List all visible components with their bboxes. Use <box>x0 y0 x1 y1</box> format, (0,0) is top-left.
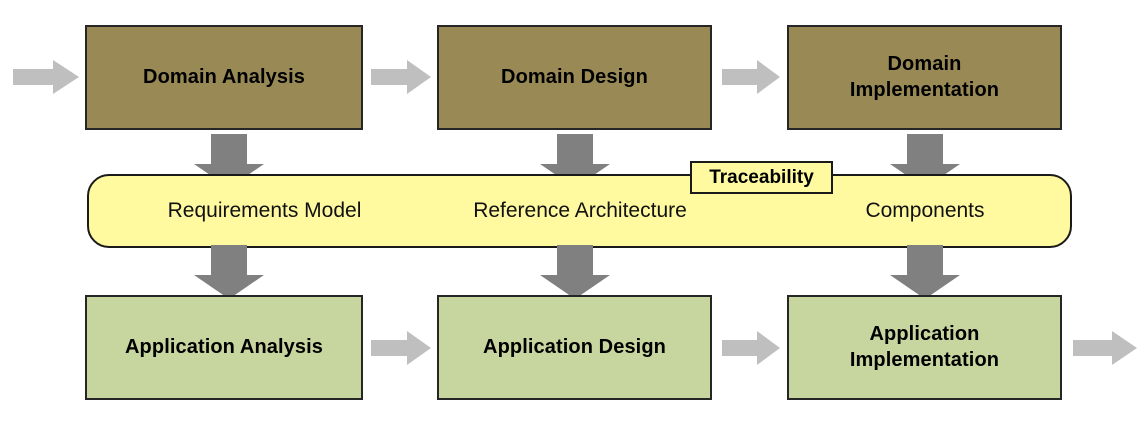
box-domain-design[interactable]: Domain Design <box>437 25 712 130</box>
box-label-line2: Implementation <box>849 78 1000 101</box>
box-label: Application Implementation <box>850 322 999 373</box>
components-to-application-implementation-arrow <box>890 245 960 299</box>
traceability-callout[interactable]: Traceability <box>690 161 833 194</box>
asset-label-components: Components <box>865 199 985 222</box>
box-application-implementation[interactable]: Application Implementation <box>787 295 1062 400</box>
box-label-line1: Domain <box>887 52 962 75</box>
box-label: Domain Analysis <box>143 65 305 88</box>
asset-label-requirements-model: Requirements Model <box>167 199 362 222</box>
box-label: Domain Design <box>501 65 648 88</box>
traceability-label: Traceability <box>709 166 814 188</box>
box-application-design[interactable]: Application Design <box>437 295 712 400</box>
domain-design-to-implementation-arrow <box>722 60 780 94</box>
box-label-line2: Implementation <box>849 348 1000 371</box>
application-design-to-implementation-arrow <box>722 331 780 365</box>
box-label-line1: Application <box>869 322 980 345</box>
box-application-analysis[interactable]: Application Analysis <box>85 295 363 400</box>
box-label: Domain Implementation <box>850 52 999 103</box>
box-domain-analysis[interactable]: Domain Analysis <box>85 25 363 130</box>
reference-architecture-to-application-design-arrow <box>540 245 610 299</box>
requirements-model-to-application-analysis-arrow <box>194 245 264 299</box>
application-analysis-to-design-arrow <box>371 331 431 365</box>
box-label: Application Analysis <box>125 335 323 358</box>
output-arrow <box>1073 331 1137 365</box>
box-label: Application Design <box>483 335 666 358</box>
domain-analysis-to-design-arrow <box>371 60 431 94</box>
input-arrow <box>13 60 79 94</box>
asset-label-reference-architecture: Reference Architecture <box>473 199 687 222</box>
box-domain-implementation[interactable]: Domain Implementation <box>787 25 1062 130</box>
